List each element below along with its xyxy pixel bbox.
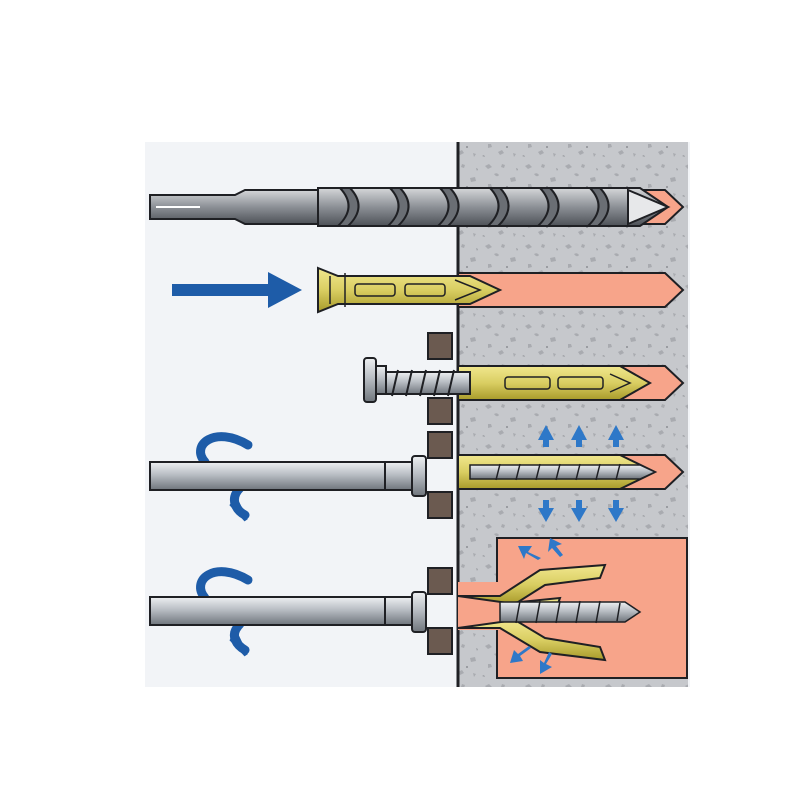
screwdriver-row-4: [149, 461, 427, 491]
fixture-row-4: [427, 431, 453, 519]
expansion-arrow-icon: [538, 425, 624, 522]
drill-bit-icon: [149, 187, 671, 227]
hollow-cavity-opening: [458, 582, 499, 630]
fixture-row-3: [427, 332, 453, 425]
expansion-arrow-icon: [510, 538, 563, 674]
fixture-row-5: [427, 567, 453, 655]
rotate-arrow-icon: [196, 432, 253, 522]
rotate-arrow-icon: [196, 567, 253, 657]
washer-row-5: [411, 591, 427, 633]
plug-row-3: [457, 365, 653, 401]
plug-row-4: [457, 454, 658, 490]
plug-row-2: [317, 266, 503, 314]
screwdriver-row-5: [149, 596, 427, 626]
washer-row-4: [411, 455, 427, 497]
screw-row-5: [499, 600, 642, 624]
screw-row-3: [363, 357, 471, 403]
push-arrow-icon: [172, 272, 302, 308]
